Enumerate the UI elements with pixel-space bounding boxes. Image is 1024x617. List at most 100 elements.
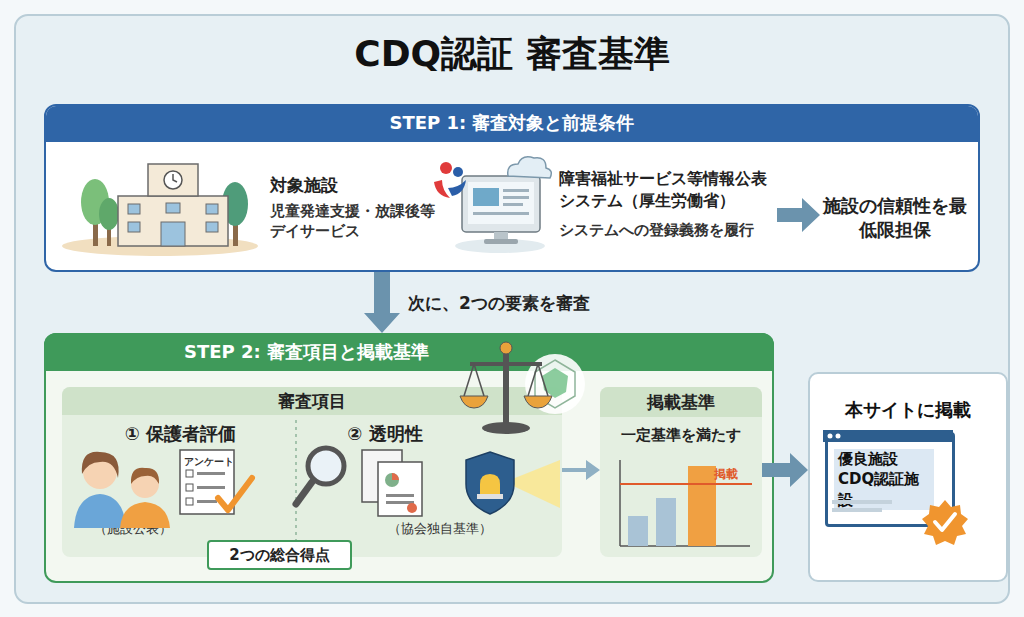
scale-icon (464, 364, 474, 396)
scale-icon (482, 422, 530, 434)
building-illustration (161, 222, 185, 246)
scale-icon (525, 354, 585, 414)
magnifier-icon (296, 448, 344, 504)
monitor-illustration (434, 180, 450, 198)
divider-line (295, 420, 297, 540)
scale-icon (470, 362, 542, 366)
document-icons (386, 501, 414, 504)
node-heading: 2つの総合得点 (209, 542, 350, 568)
monitor-illustration (503, 196, 529, 199)
parent-child-illustration (131, 468, 159, 484)
building-illustration (128, 222, 140, 232)
monitor-illustration (508, 157, 552, 178)
node-heading: 掲載基準 (600, 387, 762, 417)
monitor-illustration (468, 182, 534, 224)
building-illustration (107, 222, 111, 246)
magnifier-icon (308, 448, 344, 484)
node-heading: ① 保護者評価 (68, 422, 293, 446)
building-illustration (164, 171, 182, 189)
node-body: 児童発達支援・放課後等デイサービス (270, 201, 435, 242)
building-illustration (148, 164, 198, 196)
document-icons (407, 503, 417, 513)
parent-child-illustration (120, 502, 170, 528)
node-heading: ② 透明性 (310, 422, 460, 446)
parent-child-illustration (74, 452, 170, 528)
building-illustration (206, 204, 218, 214)
survey-sheet (218, 478, 252, 510)
criterion-box: ① 保護者評価 （施設公表） (68, 420, 293, 540)
node-heading: 施設の信頼性を最低限担保 (820, 194, 970, 243)
shield-icon (466, 452, 514, 514)
building-illustration (233, 214, 238, 246)
bar-chart (620, 545, 750, 547)
bar-chart (620, 460, 752, 546)
node-heading: 優良施設 CDQ認証施設 (834, 449, 934, 510)
browser-window: 優良施設 CDQ認証施設 (825, 432, 955, 527)
parent-child-illustration (131, 470, 159, 498)
node-body: （施設公表） (78, 520, 188, 538)
bar-chart (656, 498, 676, 546)
scale-icon (542, 368, 568, 398)
flow-arrow (364, 272, 400, 333)
scale-icon (460, 396, 488, 408)
diagram-title: CDQ認証 審査基準 (0, 30, 1024, 79)
document-icons (362, 450, 422, 516)
scale-icon (535, 360, 575, 408)
browser-mock (832, 508, 882, 512)
survey-sheet (180, 450, 252, 514)
free-label: 掲載 (714, 466, 738, 483)
browser-mock (828, 434, 833, 439)
magnifier-icon (296, 482, 312, 504)
approval-badge (922, 500, 968, 545)
building-illustration (118, 196, 228, 246)
survey-sheet (197, 486, 225, 489)
building-illustration (62, 164, 258, 256)
parent-child-illustration (74, 494, 126, 528)
parent-child-illustration (83, 455, 117, 489)
bar-chart (688, 466, 716, 546)
document-icons (386, 494, 414, 497)
survey-sheet (186, 470, 193, 477)
monitor-illustration (473, 212, 529, 215)
document-icons (392, 473, 399, 480)
approval-badge (935, 514, 955, 530)
scale-icon (528, 364, 538, 396)
shield-icon (477, 494, 503, 499)
scale-icon (474, 364, 484, 396)
survey-sheet (197, 500, 217, 503)
criterion-box: ② 透明性 （協会独自基準） (300, 420, 558, 540)
node-heading: 本サイトに掲載 (810, 398, 1006, 422)
flow-arrow (777, 198, 820, 232)
building-illustration (99, 198, 119, 230)
monitor-illustration (455, 239, 545, 253)
document-icons (362, 450, 402, 502)
monitor-illustration (503, 203, 523, 206)
node-heading: 障害福祉サービス等情報公表システム（厚生労働省） (559, 168, 777, 211)
shield-icon (480, 474, 500, 494)
free-label: アンケート (184, 455, 234, 469)
survey-sheet (186, 498, 193, 505)
publish-box: 本サイトに掲載優良施設 CDQ認証施設 (808, 372, 1008, 582)
scale-icon (503, 350, 509, 426)
node-body: （協会独自基準） (378, 520, 502, 538)
node-body: システムへの登録義務を履行 (559, 220, 777, 240)
building-illustration (81, 179, 109, 225)
building-illustration (93, 212, 98, 246)
scale-icon (460, 342, 585, 434)
building-illustration (222, 182, 248, 226)
monitor-illustration (434, 157, 551, 253)
monitor-illustration (473, 188, 499, 206)
building-illustration (62, 236, 258, 256)
edge-label: 次に、2つの要素を審査 (408, 292, 590, 315)
flow-arrow (762, 453, 808, 487)
monitor-illustration (494, 232, 508, 240)
browser-mock (836, 434, 841, 439)
text-group: 障害福祉サービス等情報公表システム（厚生労働省） システムへの登録義務を履行 (559, 168, 777, 260)
step-band: STEP 2: 審査項目と掲載基準審査項目① 保護者評価（施設公表）② 透明性（… (44, 333, 774, 583)
document-icons (385, 473, 399, 487)
browser-mock (823, 430, 953, 512)
bar-chart (619, 460, 621, 546)
monitor-illustration (453, 167, 463, 177)
node-heading: STEP 2: 審査項目と掲載基準 (44, 333, 774, 371)
browser-mock (823, 430, 953, 442)
